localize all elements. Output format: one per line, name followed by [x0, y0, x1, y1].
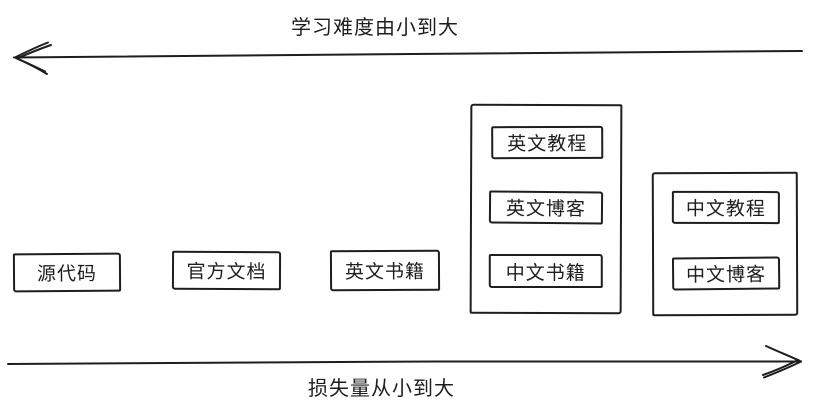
box-chinese-books: 中文书籍 — [488, 253, 603, 288]
box-source-code-label: 源代码 — [36, 263, 98, 286]
resource-group-2: 中文教程 中文博客 — [651, 171, 799, 317]
box-official-docs-label: 官方文档 — [186, 261, 267, 284]
box-source-code: 源代码 — [12, 252, 122, 293]
resource-group-1: 英文教程 英文博客 中文书籍 — [469, 103, 623, 315]
box-english-books: 英文书籍 — [329, 249, 441, 292]
box-chinese-blogs-label: 中文博客 — [686, 264, 767, 287]
box-english-books-label: 英文书籍 — [344, 261, 426, 284]
box-english-tutorials-label: 英文教程 — [507, 133, 588, 156]
box-chinese-books-label: 中文书籍 — [505, 262, 586, 284]
box-english-blogs-label: 英文博客 — [505, 198, 587, 221]
top-axis-label: 学习难度由小到大 — [291, 17, 459, 39]
left-arrow — [13, 41, 803, 75]
box-english-tutorials: 英文教程 — [491, 125, 604, 160]
box-official-docs: 官方文档 — [171, 250, 282, 291]
box-chinese-tutorials-label: 中文教程 — [685, 198, 766, 221]
box-chinese-tutorials: 中文教程 — [671, 190, 780, 225]
box-chinese-blogs: 中文博客 — [671, 256, 781, 291]
bottom-axis-label: 损失量从小到大 — [308, 378, 455, 400]
box-english-blogs: 英文博客 — [488, 190, 604, 225]
